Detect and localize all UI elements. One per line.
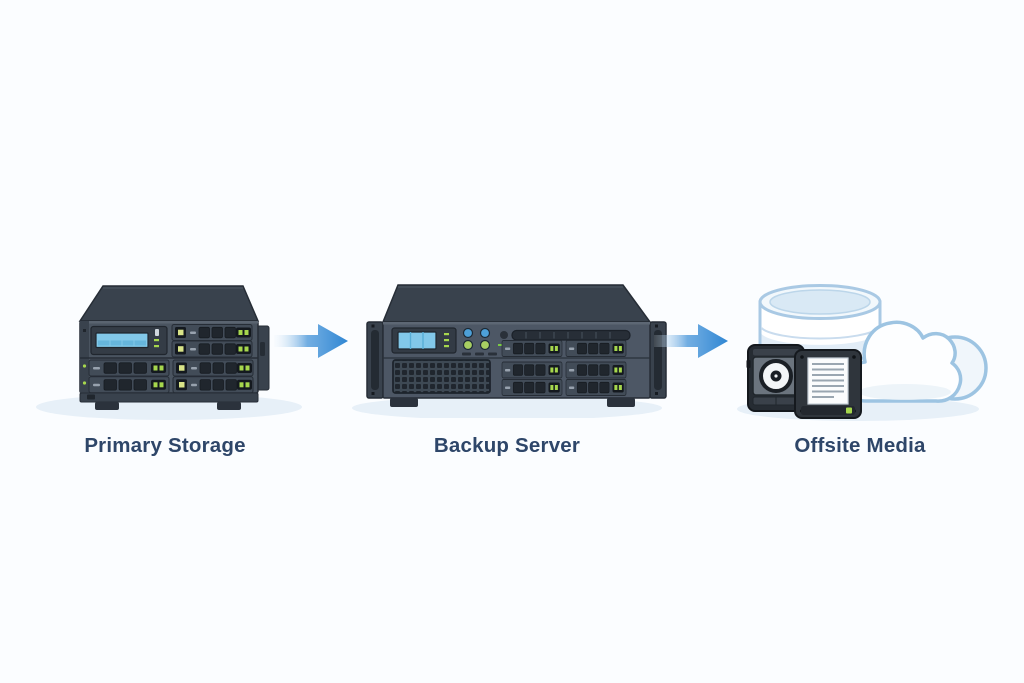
lcd-screen — [397, 331, 437, 350]
cloud-icon — [844, 320, 988, 403]
lcd-panel — [391, 327, 457, 354]
arrow-right-icon — [654, 324, 728, 358]
storage-array-icon — [36, 285, 302, 420]
node-label-primary-storage: Primary Storage — [84, 434, 246, 457]
drive-bay-row — [173, 360, 253, 376]
drive-bay-row — [89, 377, 169, 393]
vent-slot — [500, 329, 631, 341]
rack-server-icon — [352, 284, 667, 418]
drive-bay-row — [172, 325, 252, 341]
drive-bay-row — [89, 360, 169, 376]
shadow-ellipse — [352, 396, 662, 418]
tape-cartridge-label-icon — [794, 349, 862, 419]
front-buttons — [462, 327, 497, 356]
arrow-right-icon — [274, 324, 348, 358]
drive-bay-row — [173, 377, 253, 393]
offsite-media-icon — [737, 284, 988, 421]
lcd-panel — [90, 325, 168, 356]
storage-chassis — [78, 285, 270, 410]
status-led — [846, 407, 852, 414]
mesh-vent — [392, 359, 491, 394]
node-label-offsite-media: Offsite Media — [794, 434, 926, 457]
tape-cartridge-hub-icon — [746, 344, 805, 412]
server-chassis — [366, 284, 667, 407]
drive-bay-row — [172, 341, 252, 357]
node-label-backup-server: Backup Server — [433, 434, 581, 457]
